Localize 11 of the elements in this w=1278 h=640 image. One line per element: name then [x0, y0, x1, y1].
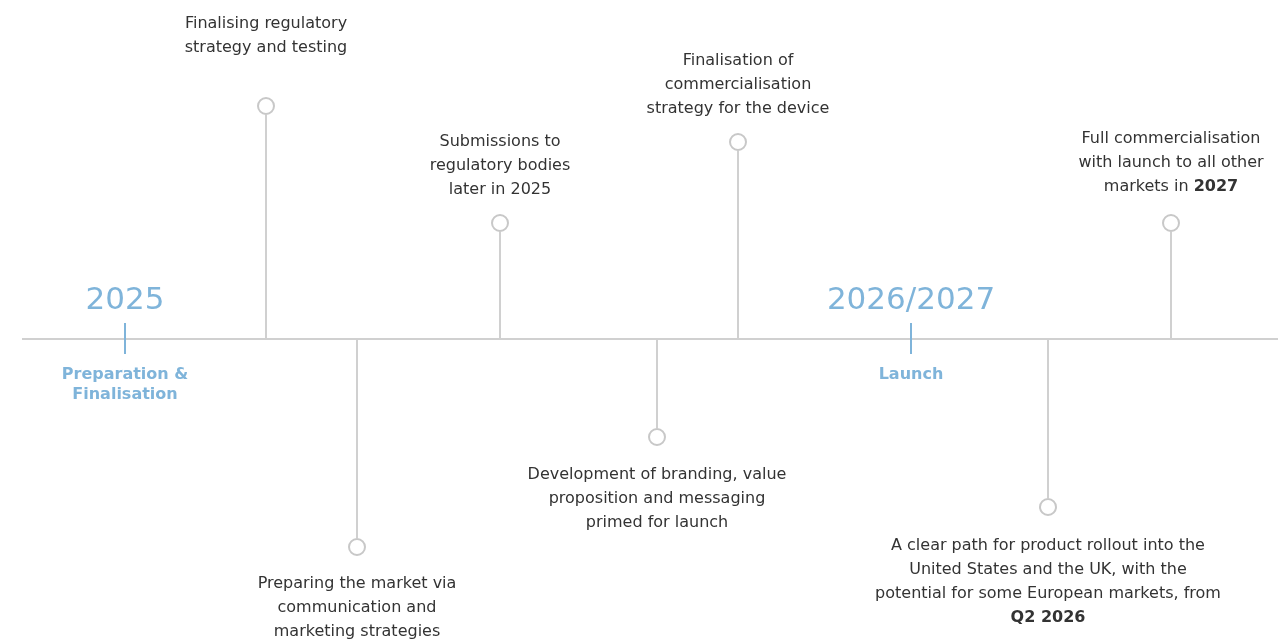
milestone-text: Development of branding, value proposition and messaging primed for launch — [527, 463, 787, 533]
milestone-text: Finalising regulatory strategy and testing — [183, 12, 349, 58]
milestone-text: A clear path for product rollout into the United States and the UK, with the potential for some European markets, from Q2 2026 — [874, 534, 1222, 628]
milestone-text: Full commercialisation with launch to all other markets in 2027 — [1077, 127, 1265, 197]
year-heading: 2025 — [84, 280, 166, 316]
phase-label: Launch — [877, 364, 945, 384]
milestone-text: Submissions to regulatory bodies later in 2025 — [428, 130, 572, 200]
year-heading: 2026/2027 — [825, 280, 997, 316]
milestone-text: Finalisation of commercialisation strategy for the device — [645, 49, 831, 119]
milestone-text: Preparing the market via communication and marketing strategies — [256, 572, 458, 640]
phase-label: Preparation & Finalisation — [60, 364, 190, 404]
